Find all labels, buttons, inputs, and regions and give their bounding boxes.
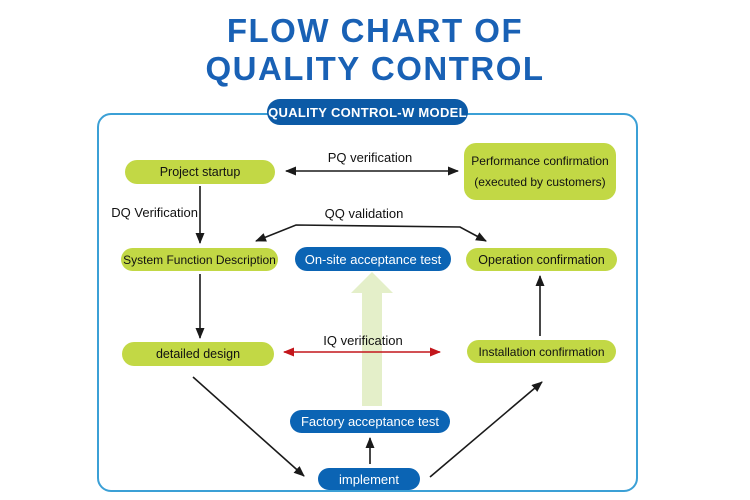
title-line-2: QUALITY CONTROL [205,50,545,87]
node-detailed-design: detailed design [122,342,274,366]
node-performance-confirmation-line1: Performance confirmation [471,154,609,168]
edge-label-iq-verification: IQ verification [323,333,403,348]
edge-label-dq-verification: DQ Verification [111,205,198,220]
node-project-startup: Project startup [125,160,275,184]
node-performance-confirmation: Performance confirmation (executed by cu… [464,143,616,200]
node-performance-confirmation-line2: (executed by customers) [474,175,606,189]
node-operation-confirmation: Operation confirmation [466,248,617,271]
model-badge: QUALITY CONTROL-W MODEL [267,99,468,125]
node-factory-acceptance-test: Factory acceptance test [290,410,450,433]
node-system-function-description: System Function Description [121,248,278,271]
node-implement: implement [318,468,420,490]
node-installation-confirmation: Installation confirmation [467,340,616,363]
title-line-1: FLOW CHART OF [226,12,524,49]
node-onsite-acceptance-test: On-site acceptance test [295,247,451,271]
edge-label-qq-validation: QQ validation [324,206,404,221]
page-title: FLOW CHART OF QUALITY CONTROL [0,12,750,88]
edge-label-pq-verification: PQ verification [327,150,413,165]
